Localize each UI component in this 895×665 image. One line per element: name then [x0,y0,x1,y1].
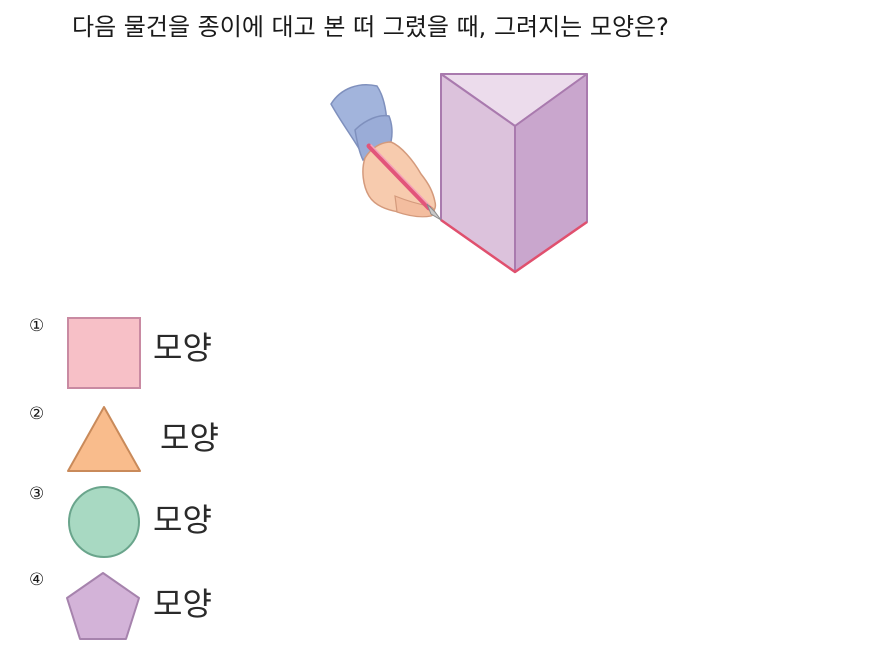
pencil-highlight [370,144,430,206]
square-shape [67,317,141,389]
triangular-prism [440,73,588,274]
option-number: ② [29,404,45,424]
option-label: 모양 [153,501,212,539]
prism-tracing-illustration [330,73,588,274]
pencil-body [366,143,432,211]
option-number: ① [29,316,45,336]
triangle-shape [67,406,141,472]
option-label: 모양 [153,329,212,367]
option-number: ④ [29,570,45,590]
option-label: 모양 [153,585,212,623]
option-label: 모양 [160,419,219,457]
option-number: ③ [29,484,45,504]
hand-holding-pencil-icon [330,84,442,221]
pencil-tip [426,203,442,221]
question-text: 다음 물건을 종이에 대고 본 떠 그렸을 때, 그려지는 모양은? [72,13,669,41]
trace-line [440,218,588,274]
circle-shape [68,486,140,558]
pentagon-shape [66,572,140,640]
